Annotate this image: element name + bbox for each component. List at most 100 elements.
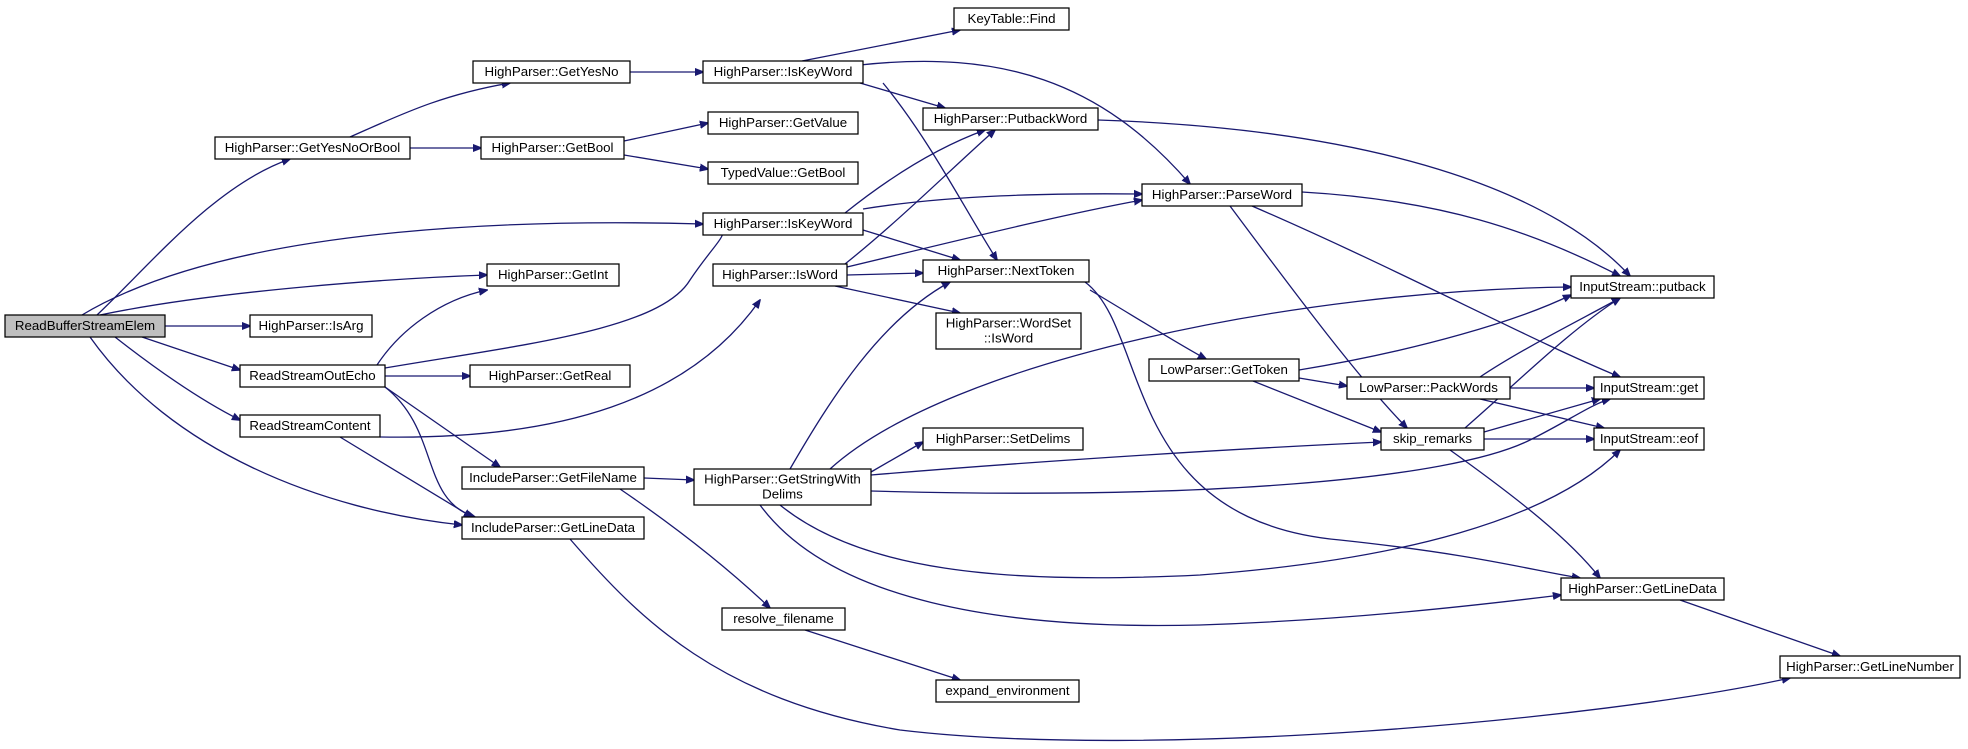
node-label: LowParser::GetToken <box>1160 362 1288 377</box>
function-node[interactable]: HighParser::SetDelims <box>922 427 1084 451</box>
function-node[interactable]: HighParser::IsKeyWord <box>702 60 864 84</box>
function-node[interactable]: expand_environment <box>935 679 1080 703</box>
call-edge <box>643 478 694 480</box>
node-box <box>707 161 859 185</box>
node-box <box>1779 655 1961 679</box>
function-node[interactable]: HighParser::GetLineNumber <box>1779 655 1961 679</box>
call-edge <box>882 82 997 260</box>
call-edge <box>623 123 708 142</box>
edge-arrow <box>1298 295 1571 371</box>
edge-arrow <box>829 287 1571 470</box>
node-label: HighParser::ParseWord <box>1152 187 1292 202</box>
function-node[interactable]: HighParser::GetYesNo <box>472 60 631 84</box>
node-box <box>1593 427 1705 451</box>
node-label: InputStream::get <box>1600 380 1699 395</box>
function-node[interactable]: HighParser::PutbackWord <box>922 107 1099 131</box>
node-box <box>721 607 846 631</box>
edge-arrow <box>339 436 472 517</box>
function-node[interactable]: LowParser::GetToken <box>1148 358 1300 382</box>
function-node[interactable]: ReadStreamOutEcho <box>239 364 386 388</box>
call-edge <box>834 285 960 313</box>
node-box <box>935 312 1082 350</box>
call-edge <box>384 386 475 517</box>
function-node[interactable]: HighParser::IsKeyWord <box>702 212 864 236</box>
edge-arrow <box>569 538 1790 742</box>
edge-arrow <box>1229 205 1407 428</box>
function-node[interactable]: TypedValue::GetBool <box>707 161 859 185</box>
function-node[interactable]: HighParser::GetReal <box>469 364 631 388</box>
function-node[interactable]: resolve_filename <box>721 607 846 631</box>
edge-arrow <box>384 386 500 467</box>
function-node[interactable]: LowParser::PackWords <box>1346 376 1511 400</box>
node-box <box>1380 427 1485 451</box>
function-node[interactable]: KeyTable::Find <box>953 7 1070 31</box>
node-box <box>1560 577 1725 601</box>
node-label: HighParser::IsKeyWord <box>714 216 853 231</box>
function-node[interactable]: ReadStreamContent <box>239 414 381 438</box>
call-edge <box>89 336 462 525</box>
node-label: ReadStreamContent <box>249 418 371 433</box>
function-node[interactable]: InputStream::get <box>1593 376 1705 400</box>
call-edge <box>384 386 500 467</box>
call-edge <box>1679 599 1840 656</box>
function-node[interactable]: HighParser::WordSet::IsWord <box>935 312 1082 350</box>
function-node[interactable]: HighParser::GetLineData <box>1560 577 1725 601</box>
call-edge <box>384 224 724 369</box>
edge-arrow <box>789 282 950 470</box>
node-label: HighParser::GetLineData <box>1568 581 1717 596</box>
node-label: HighParser::GetLineNumber <box>1786 659 1954 674</box>
edge-arrow <box>859 82 945 108</box>
call-edge <box>859 82 945 108</box>
function-node[interactable]: IncludeParser::GetLineData <box>461 516 645 540</box>
edge-arrow <box>834 285 960 313</box>
call-edge <box>859 60 1190 184</box>
call-edge <box>1301 191 1620 276</box>
function-node[interactable]: IncludeParser::GetFileName <box>461 466 645 490</box>
root-function-node[interactable]: ReadBufferStreamElem <box>4 314 166 338</box>
function-node[interactable]: HighParser::GetYesNoOrBool <box>214 136 411 160</box>
node-box <box>472 60 631 84</box>
node-label: HighParser::GetReal <box>489 368 612 383</box>
node-box <box>1346 376 1511 400</box>
edge-arrow <box>379 300 760 438</box>
function-node[interactable]: skip_remarks <box>1380 427 1485 451</box>
edge-arrow <box>619 488 770 608</box>
function-node[interactable]: HighParser::IsWord <box>712 263 848 287</box>
function-node[interactable]: HighParser::GetValue <box>707 111 859 135</box>
call-edge <box>1479 298 1620 378</box>
call-edge <box>81 223 703 316</box>
node-label: HighParser::GetValue <box>719 115 847 130</box>
node-box <box>693 468 872 506</box>
function-node[interactable]: InputStream::putback <box>1570 275 1715 299</box>
call-edge <box>623 154 708 169</box>
function-node[interactable]: HighParser::NextToken <box>922 259 1090 283</box>
node-box <box>486 263 620 287</box>
call-edge <box>1449 449 1600 578</box>
edge-arrow <box>141 336 240 370</box>
function-node[interactable]: HighParser::IsArg <box>249 314 373 338</box>
call-edge <box>804 629 960 680</box>
edge-arrow <box>804 629 960 680</box>
edge-arrow <box>89 336 462 525</box>
node-box <box>461 516 645 540</box>
function-node[interactable]: InputStream::eof <box>1593 427 1705 451</box>
edge-arrow <box>844 130 995 265</box>
call-edge <box>870 399 1610 494</box>
node-label: expand_environment <box>945 683 1069 698</box>
edge-arrow <box>623 154 708 169</box>
function-node[interactable]: HighParser::ParseWord <box>1141 183 1303 207</box>
edges <box>81 30 1840 742</box>
function-node[interactable]: HighParser::GetBool <box>480 136 625 160</box>
function-node[interactable]: HighParser::GetInt <box>486 263 620 287</box>
node-label: InputStream::putback <box>1579 279 1706 294</box>
call-edge <box>141 336 240 370</box>
node-box <box>702 60 864 84</box>
edge-arrow <box>643 478 694 480</box>
call-edge <box>779 450 1620 579</box>
edge-arrow <box>81 223 703 316</box>
call-edge <box>759 504 1561 627</box>
node-box <box>239 364 386 388</box>
edge-arrow <box>1449 449 1600 578</box>
